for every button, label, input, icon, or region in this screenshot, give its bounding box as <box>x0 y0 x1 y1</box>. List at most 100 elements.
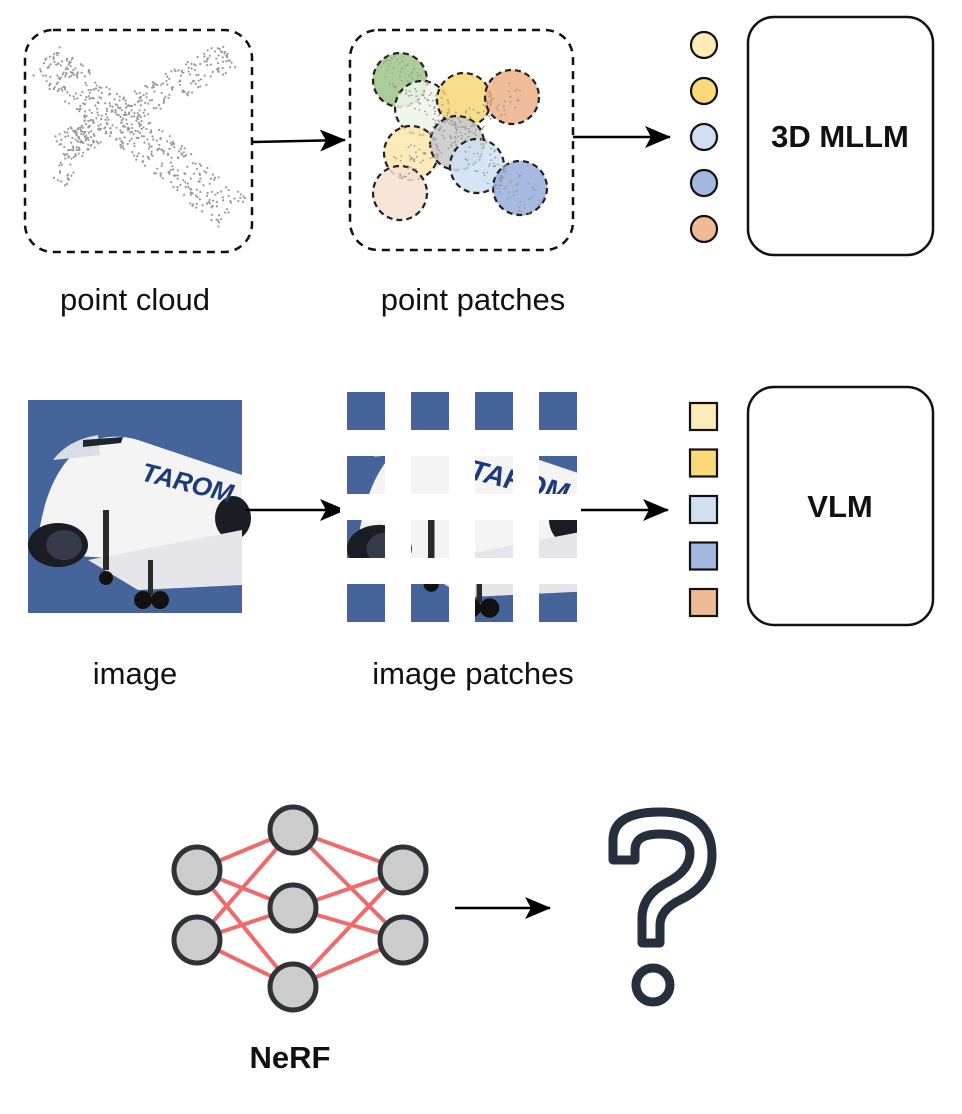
point <box>221 56 224 59</box>
point <box>441 134 444 137</box>
point <box>512 194 515 197</box>
point <box>408 90 411 93</box>
point <box>160 148 163 151</box>
point <box>95 84 98 87</box>
point <box>119 106 122 110</box>
arrow-cloud-to-patches <box>251 129 346 152</box>
point <box>486 100 489 103</box>
point <box>162 101 165 104</box>
point <box>423 96 426 99</box>
point <box>87 131 91 134</box>
point <box>48 55 51 58</box>
point <box>77 152 80 155</box>
point <box>528 211 530 214</box>
point <box>69 71 72 74</box>
point <box>410 72 412 75</box>
network-node <box>377 844 429 896</box>
point <box>495 187 497 190</box>
point <box>485 114 488 117</box>
point <box>386 69 389 72</box>
point <box>76 97 79 100</box>
point <box>88 72 91 75</box>
point <box>52 55 55 59</box>
point <box>83 119 86 122</box>
point <box>434 99 437 102</box>
point <box>92 88 96 91</box>
point <box>176 177 179 180</box>
point <box>79 63 82 66</box>
point <box>84 139 87 142</box>
point <box>59 142 63 146</box>
point <box>82 102 85 105</box>
point <box>150 99 154 102</box>
point <box>136 100 140 103</box>
point <box>63 154 67 157</box>
point <box>426 98 428 101</box>
point <box>139 104 142 107</box>
point <box>203 55 206 58</box>
patch-gap <box>340 494 585 520</box>
point <box>69 163 72 166</box>
network-edge <box>291 868 405 989</box>
point <box>410 94 413 97</box>
point <box>68 60 71 63</box>
point <box>446 112 449 115</box>
point <box>65 153 68 156</box>
point <box>70 141 73 144</box>
point <box>83 75 86 78</box>
airplane-image: TAROM <box>28 400 251 613</box>
point <box>419 74 422 77</box>
point <box>226 52 229 55</box>
point <box>135 158 138 161</box>
point <box>83 116 86 119</box>
point <box>54 135 57 138</box>
point <box>472 108 475 111</box>
point <box>469 116 472 119</box>
point <box>67 63 70 66</box>
point <box>136 130 140 133</box>
point <box>413 170 416 173</box>
point <box>190 188 193 191</box>
point <box>228 66 232 69</box>
point <box>137 136 140 140</box>
point <box>95 140 99 143</box>
point <box>406 63 409 66</box>
point <box>93 146 96 149</box>
point <box>215 57 218 60</box>
point <box>449 134 452 137</box>
point <box>239 196 242 199</box>
point <box>104 102 107 105</box>
point <box>518 206 521 209</box>
point <box>454 140 457 143</box>
point <box>172 186 175 189</box>
point <box>181 90 184 93</box>
point <box>39 68 42 71</box>
point <box>58 164 61 167</box>
point <box>177 150 181 153</box>
point <box>121 145 125 148</box>
point <box>391 57 393 60</box>
point <box>45 80 48 83</box>
point <box>192 172 195 175</box>
point <box>158 143 161 147</box>
point <box>440 96 443 99</box>
point <box>94 87 98 90</box>
point-patch-circles <box>371 51 549 222</box>
point <box>482 110 485 112</box>
point <box>514 90 517 92</box>
point <box>388 65 391 67</box>
point <box>393 55 396 57</box>
point <box>146 138 149 141</box>
point <box>86 137 89 140</box>
point <box>523 203 525 206</box>
point <box>70 157 73 160</box>
point <box>198 198 201 201</box>
point <box>143 109 146 112</box>
point <box>483 174 486 177</box>
point <box>88 91 91 94</box>
point <box>195 188 198 191</box>
point <box>79 126 82 129</box>
point <box>142 135 146 138</box>
point <box>197 86 200 89</box>
point <box>66 68 69 71</box>
